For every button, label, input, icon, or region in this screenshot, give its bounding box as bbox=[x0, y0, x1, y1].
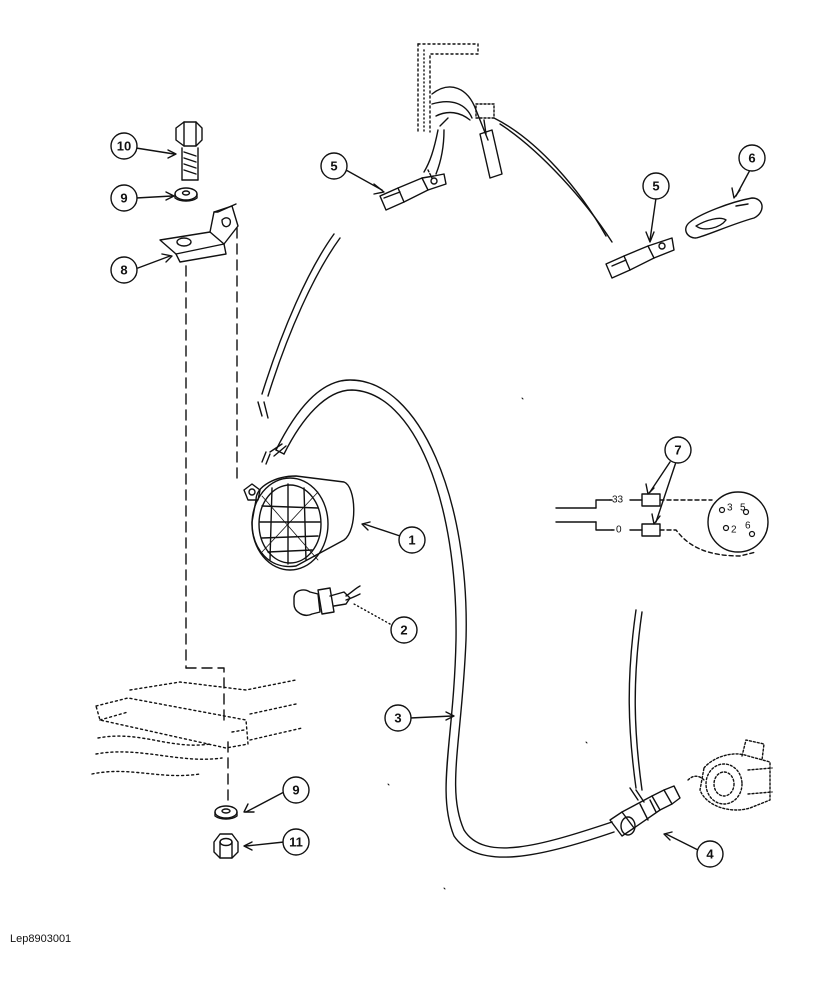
washer-9-bottom bbox=[214, 805, 238, 820]
pin-label-5: 5 bbox=[740, 503, 746, 514]
nut-11 bbox=[213, 833, 239, 859]
callout-6: 6 bbox=[748, 151, 755, 166]
callout-circles bbox=[110, 132, 766, 868]
pin-label-3: 3 bbox=[727, 503, 733, 514]
callout-7: 7 bbox=[674, 443, 681, 458]
callout-11: 11 bbox=[289, 835, 303, 850]
callout-8: 8 bbox=[120, 263, 127, 278]
harness-wires bbox=[423, 86, 613, 243]
callout-leaders bbox=[135, 147, 751, 851]
spade-terminal-5-right bbox=[605, 237, 675, 279]
callout-9-bottom: 9 bbox=[292, 783, 299, 798]
callout-5-left: 5 bbox=[330, 159, 337, 174]
spade-terminal-5-left bbox=[379, 173, 447, 211]
pin-label-2: 2 bbox=[731, 525, 737, 536]
mounting-dashed-lines bbox=[185, 227, 238, 807]
socket-guide-lines bbox=[628, 609, 645, 803]
callout-3: 3 bbox=[394, 711, 401, 726]
callout-5-right: 5 bbox=[652, 179, 659, 194]
bolt-10 bbox=[175, 121, 203, 181]
wire-label-0: 0 bbox=[616, 525, 622, 536]
plug-4 bbox=[609, 785, 681, 837]
scan-specks bbox=[387, 397, 588, 890]
callout-1: 1 bbox=[408, 533, 415, 548]
callout-10: 10 bbox=[117, 139, 131, 154]
reference-code: Lep8903001 bbox=[10, 933, 72, 945]
insulating-sleeve-6 bbox=[685, 197, 763, 239]
bracket-8 bbox=[159, 203, 239, 263]
callout-9-top: 9 bbox=[120, 191, 127, 206]
washer-9-top bbox=[174, 187, 198, 202]
frame-member bbox=[91, 679, 303, 777]
pin-label-6: 6 bbox=[745, 521, 751, 532]
wire-label-33: 33 bbox=[612, 495, 624, 506]
machine-socket bbox=[687, 739, 773, 811]
harness-entry-frame bbox=[417, 43, 479, 133]
connector-pins bbox=[718, 506, 756, 538]
connector-schematic-7 bbox=[555, 491, 769, 557]
bulb-2 bbox=[293, 585, 361, 616]
callout-2: 2 bbox=[400, 623, 407, 638]
work-lamp-1 bbox=[243, 475, 355, 571]
callout-4: 4 bbox=[706, 847, 714, 862]
cable-3 bbox=[261, 379, 615, 858]
lamp-lead-wire bbox=[257, 233, 341, 419]
